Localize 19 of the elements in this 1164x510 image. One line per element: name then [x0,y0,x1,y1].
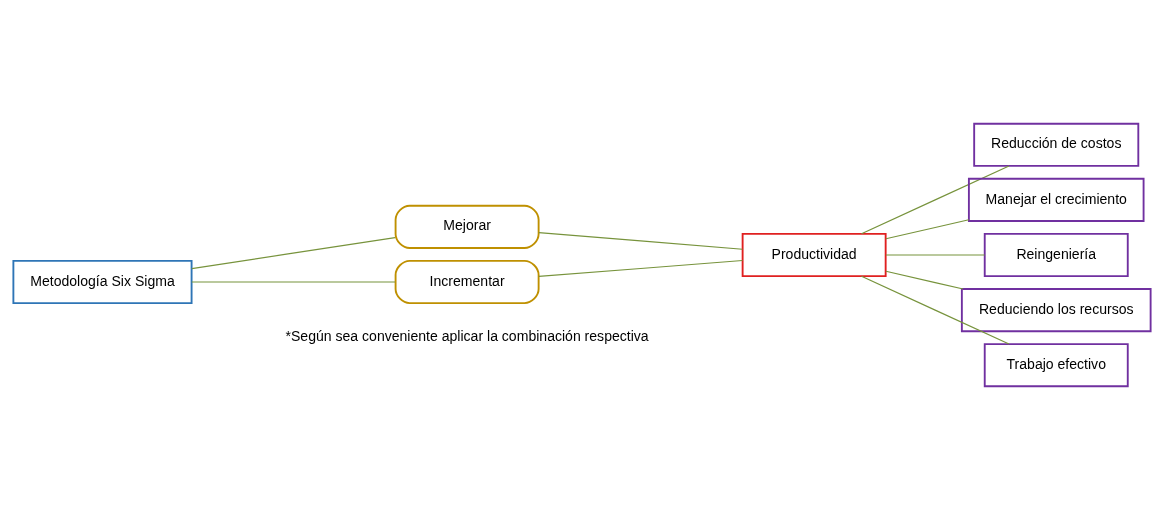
node-box: Incrementar [394,259,540,304]
label: *Según sea conveniente aplicar la combinación respectiva [285,327,649,344]
node-box: Reingeniería [983,232,1129,278]
node-box: Reduciendo los recursos [960,288,1152,333]
node-box: Mejorar [394,204,540,249]
connector [860,165,1010,235]
connector [860,275,1010,345]
node-box: Trabajo efectivo [983,343,1129,388]
connector [538,232,744,250]
connector [191,281,396,283]
connector [191,237,396,270]
node-box: Manejar el crecimiento [967,177,1145,222]
node-box: Reducción de costos [973,122,1140,167]
connector [885,219,970,240]
connector [538,259,744,278]
connector [885,270,964,290]
connector [885,254,986,256]
node-box: Productividad [741,232,887,278]
node-box: Metodología Six Sigma [12,259,193,304]
